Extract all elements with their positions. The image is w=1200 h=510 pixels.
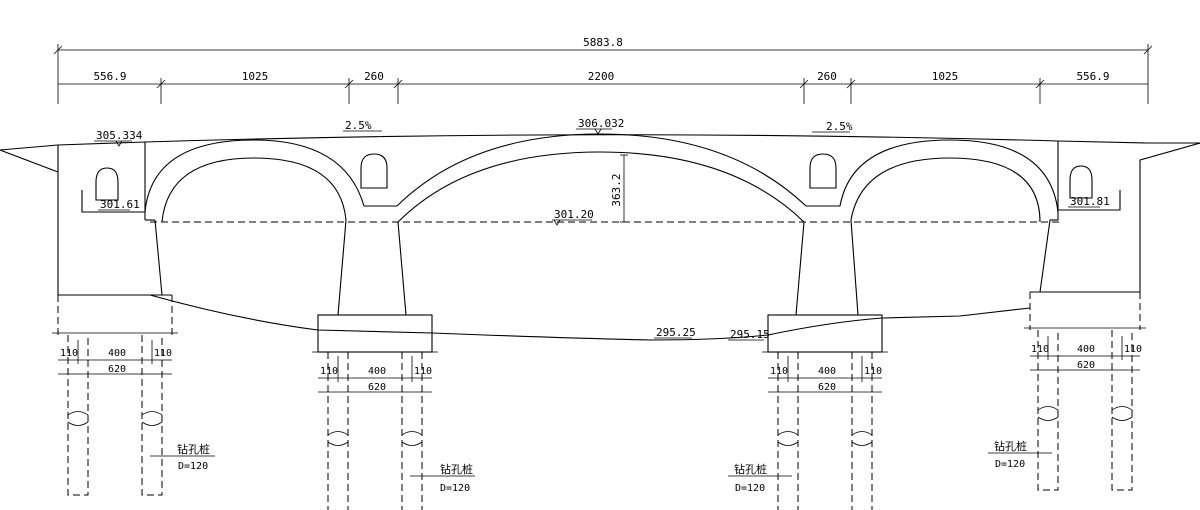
slope-left-label: 2.5% [345,119,372,132]
span-label-3: 260 [364,70,384,83]
dim-width-lp: 620 [368,382,386,393]
spandrel-openings [360,153,837,189]
elevation-abut-right: 301.81 [1070,195,1110,208]
dim-edge-lp-2: 110 [414,366,432,377]
dim-edge-lp-1: 110 [320,366,338,377]
pile-name-rp: 钻孔桩 [734,462,767,476]
span-label-4: 2200 [588,70,615,83]
pile-name-la: 钻孔桩 [177,442,210,456]
ground-line: 295.25 295.15 [149,294,1031,341]
pile-name-ra: 钻孔桩 [994,439,1027,453]
pile-dia-la: D=120 [178,461,208,472]
elevation-ground-left: 295.25 [656,326,696,339]
foundation-right-abutment: 110 400 110 620 钻孔桩 D=120 [988,292,1146,491]
rise-label: 363.2 [610,173,623,206]
right-pier [767,219,883,353]
dim-mid-rp: 400 [818,366,836,377]
dim-edge-la-2: 110 [154,348,172,359]
deck-profile [0,134,1200,195]
dim-width-rp: 620 [818,382,836,393]
foundation-left-abutment: 110 400 110 620 钻孔桩 D=120 [52,295,215,496]
pile-dia-ra: D=120 [995,459,1025,470]
elevation-ground-right: 295.15 [730,328,770,341]
rise-dimension: 363.2 [610,154,628,223]
foundation-left-pier: 110 400 110 620 钻孔桩 D=120 [312,351,475,510]
span-label-1: 556.9 [93,70,126,83]
springing-line: 301.20 [150,208,1062,226]
dim-mid-lp: 400 [368,366,386,377]
overall-length-label: 5883.8 [583,36,623,49]
dim-edge-ra-1: 110 [1031,344,1049,355]
overall-dimension: 5883.8 [53,36,1153,104]
pile-dia-rp: D=120 [735,483,765,494]
dim-edge-la-1: 110 [60,348,78,359]
dim-mid-la: 400 [108,348,126,359]
span-dimensions: 556.9 1025 260 2200 260 1025 556.9 [58,70,1148,104]
foundation-right-pier: 110 400 110 620 钻孔桩 D=120 [728,351,888,510]
right-abutment: 301.81 [1030,141,1141,293]
left-abutment: 301.61 [57,142,172,296]
span-label-2: 1025 [242,70,269,83]
elevation-springing: 301.20 [554,208,594,221]
span-label-7: 556.9 [1076,70,1109,83]
span-label-6: 1025 [932,70,959,83]
pile-name-lp: 钻孔桩 [440,462,473,476]
deck-annotations: 305.334 2.5% 306.032 2.5% [94,117,853,147]
arch-ribs [144,133,1059,223]
span-label-5: 260 [817,70,837,83]
elevation-abut-left: 301.61 [100,198,140,211]
dim-edge-ra-2: 110 [1124,344,1142,355]
dim-width-ra: 620 [1077,360,1095,371]
elevation-deck-left: 305.334 [96,129,143,142]
dim-width-la: 620 [108,364,126,375]
dim-mid-ra: 400 [1077,344,1095,355]
dim-edge-rp-1: 110 [770,366,788,377]
pile-dia-lp: D=120 [440,483,470,494]
elevation-deck-center: 306.032 [578,117,624,130]
slope-right-label: 2.5% [826,120,853,133]
dim-edge-rp-2: 110 [864,366,882,377]
